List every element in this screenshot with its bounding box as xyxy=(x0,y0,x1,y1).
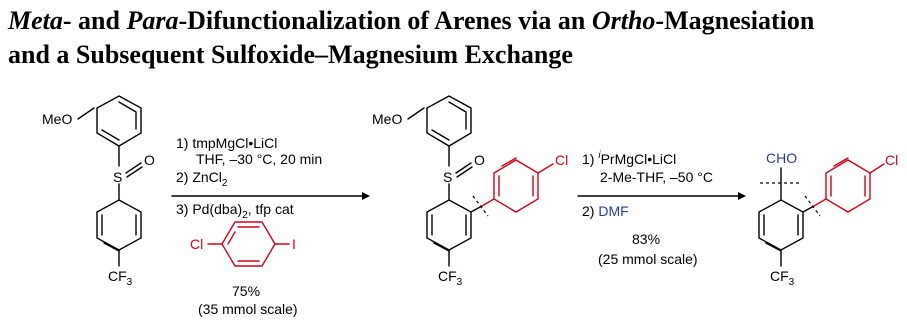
step1-reagent3: 3) Pd(dba)2, tfp cat xyxy=(176,201,294,221)
bond xyxy=(470,205,483,213)
oxygen-label: O xyxy=(474,152,485,168)
aldehyde-label: CHO xyxy=(766,150,797,166)
sulfoxide-double-bond xyxy=(455,162,473,178)
biaryl-bond xyxy=(813,198,827,207)
aryl-ring-upper xyxy=(426,95,472,147)
sulfur-label: S xyxy=(443,169,452,185)
step1-yield: 75% xyxy=(232,283,260,299)
ring-double-bonds xyxy=(431,101,467,141)
ring-double-bonds xyxy=(227,226,260,262)
step1-scale: (35 mmol scale) xyxy=(198,301,298,317)
ring-double-bonds xyxy=(431,214,467,252)
chloro-label: Cl xyxy=(885,152,898,168)
biaryl-bond xyxy=(481,198,495,207)
molecule-biaryl-sulfoxide: MeO S O CF3 Cl xyxy=(372,95,568,288)
title-para: Para xyxy=(126,6,179,35)
molecule-starting-sulfoxide: MeO S O CF3 xyxy=(42,95,155,288)
reagent-chloroiodobenzene: Cl I xyxy=(190,221,296,267)
ring-double-bonds xyxy=(101,101,137,141)
cf3-label: CF3 xyxy=(108,268,133,288)
molecule-aldehyde-product: CHO CF3 Cl xyxy=(758,150,898,288)
title-text: -Difunctionalization of Arenes via an xyxy=(178,6,592,35)
aryl-ring-red xyxy=(221,221,276,267)
chloro-label: Cl xyxy=(190,236,203,252)
step2-conditions1: 2-Me-THF, –50 °C xyxy=(600,169,713,185)
sulfoxide-double-bond xyxy=(125,162,143,178)
methoxy-label: MeO xyxy=(372,111,402,127)
figure-title: Meta- and Para-Difunctionalization of Ar… xyxy=(8,4,903,72)
title-meta: Meta xyxy=(8,6,63,35)
step1-reagent1: 1) tmpMgCl•LiCl xyxy=(176,135,277,151)
bond xyxy=(407,107,425,120)
step1-reagent2: 2) ZnCl2 xyxy=(176,169,228,189)
arrow-head xyxy=(738,192,746,200)
cf3-label: CF3 xyxy=(770,268,795,288)
title-text: - and xyxy=(62,6,127,35)
step1-conditions1: THF, –30 °C, 20 min xyxy=(196,151,322,167)
disconnection-mark xyxy=(472,195,489,217)
bond xyxy=(802,205,815,213)
sulfur-label: S xyxy=(113,169,122,185)
chloro-label: Cl xyxy=(555,152,568,168)
disconnection-mark xyxy=(804,195,821,217)
title-text: -Magnesiation xyxy=(655,6,815,35)
aryl-ring-red xyxy=(825,159,871,213)
step2-yield: 83% xyxy=(632,231,660,247)
cf3-label: CF3 xyxy=(438,268,463,288)
step2-reagent1: 1) iPrMgCl•LiCl xyxy=(582,150,676,167)
bond xyxy=(869,163,885,174)
aryl-ring-red xyxy=(493,159,539,213)
title-ortho: Ortho xyxy=(591,6,656,35)
ring-double-bonds xyxy=(498,157,534,197)
methoxy-label: MeO xyxy=(42,111,72,127)
bond xyxy=(537,163,554,174)
iodo-label: I xyxy=(292,236,296,252)
ring-double-bonds xyxy=(101,214,137,252)
step2-scale: (25 mmol scale) xyxy=(598,251,698,267)
reaction-step-1: 1) tmpMgCl•LiCl THF, –30 °C, 20 min 2) Z… xyxy=(171,135,370,317)
step2-reagent2: 2) DMF xyxy=(582,203,629,219)
arrow-head xyxy=(362,192,370,200)
oxygen-label: O xyxy=(144,152,155,168)
bond xyxy=(77,107,95,120)
ring-double-bonds xyxy=(830,157,866,197)
ring-double-bonds xyxy=(763,214,799,252)
reaction-step-2: 1) iPrMgCl•LiCl 2-Me-THF, –50 °C 2) DMF … xyxy=(577,150,746,267)
title-line2: and a Subsequent Sulfoxide–Magnesium Exc… xyxy=(8,40,573,69)
aryl-ring-upper xyxy=(96,95,142,147)
